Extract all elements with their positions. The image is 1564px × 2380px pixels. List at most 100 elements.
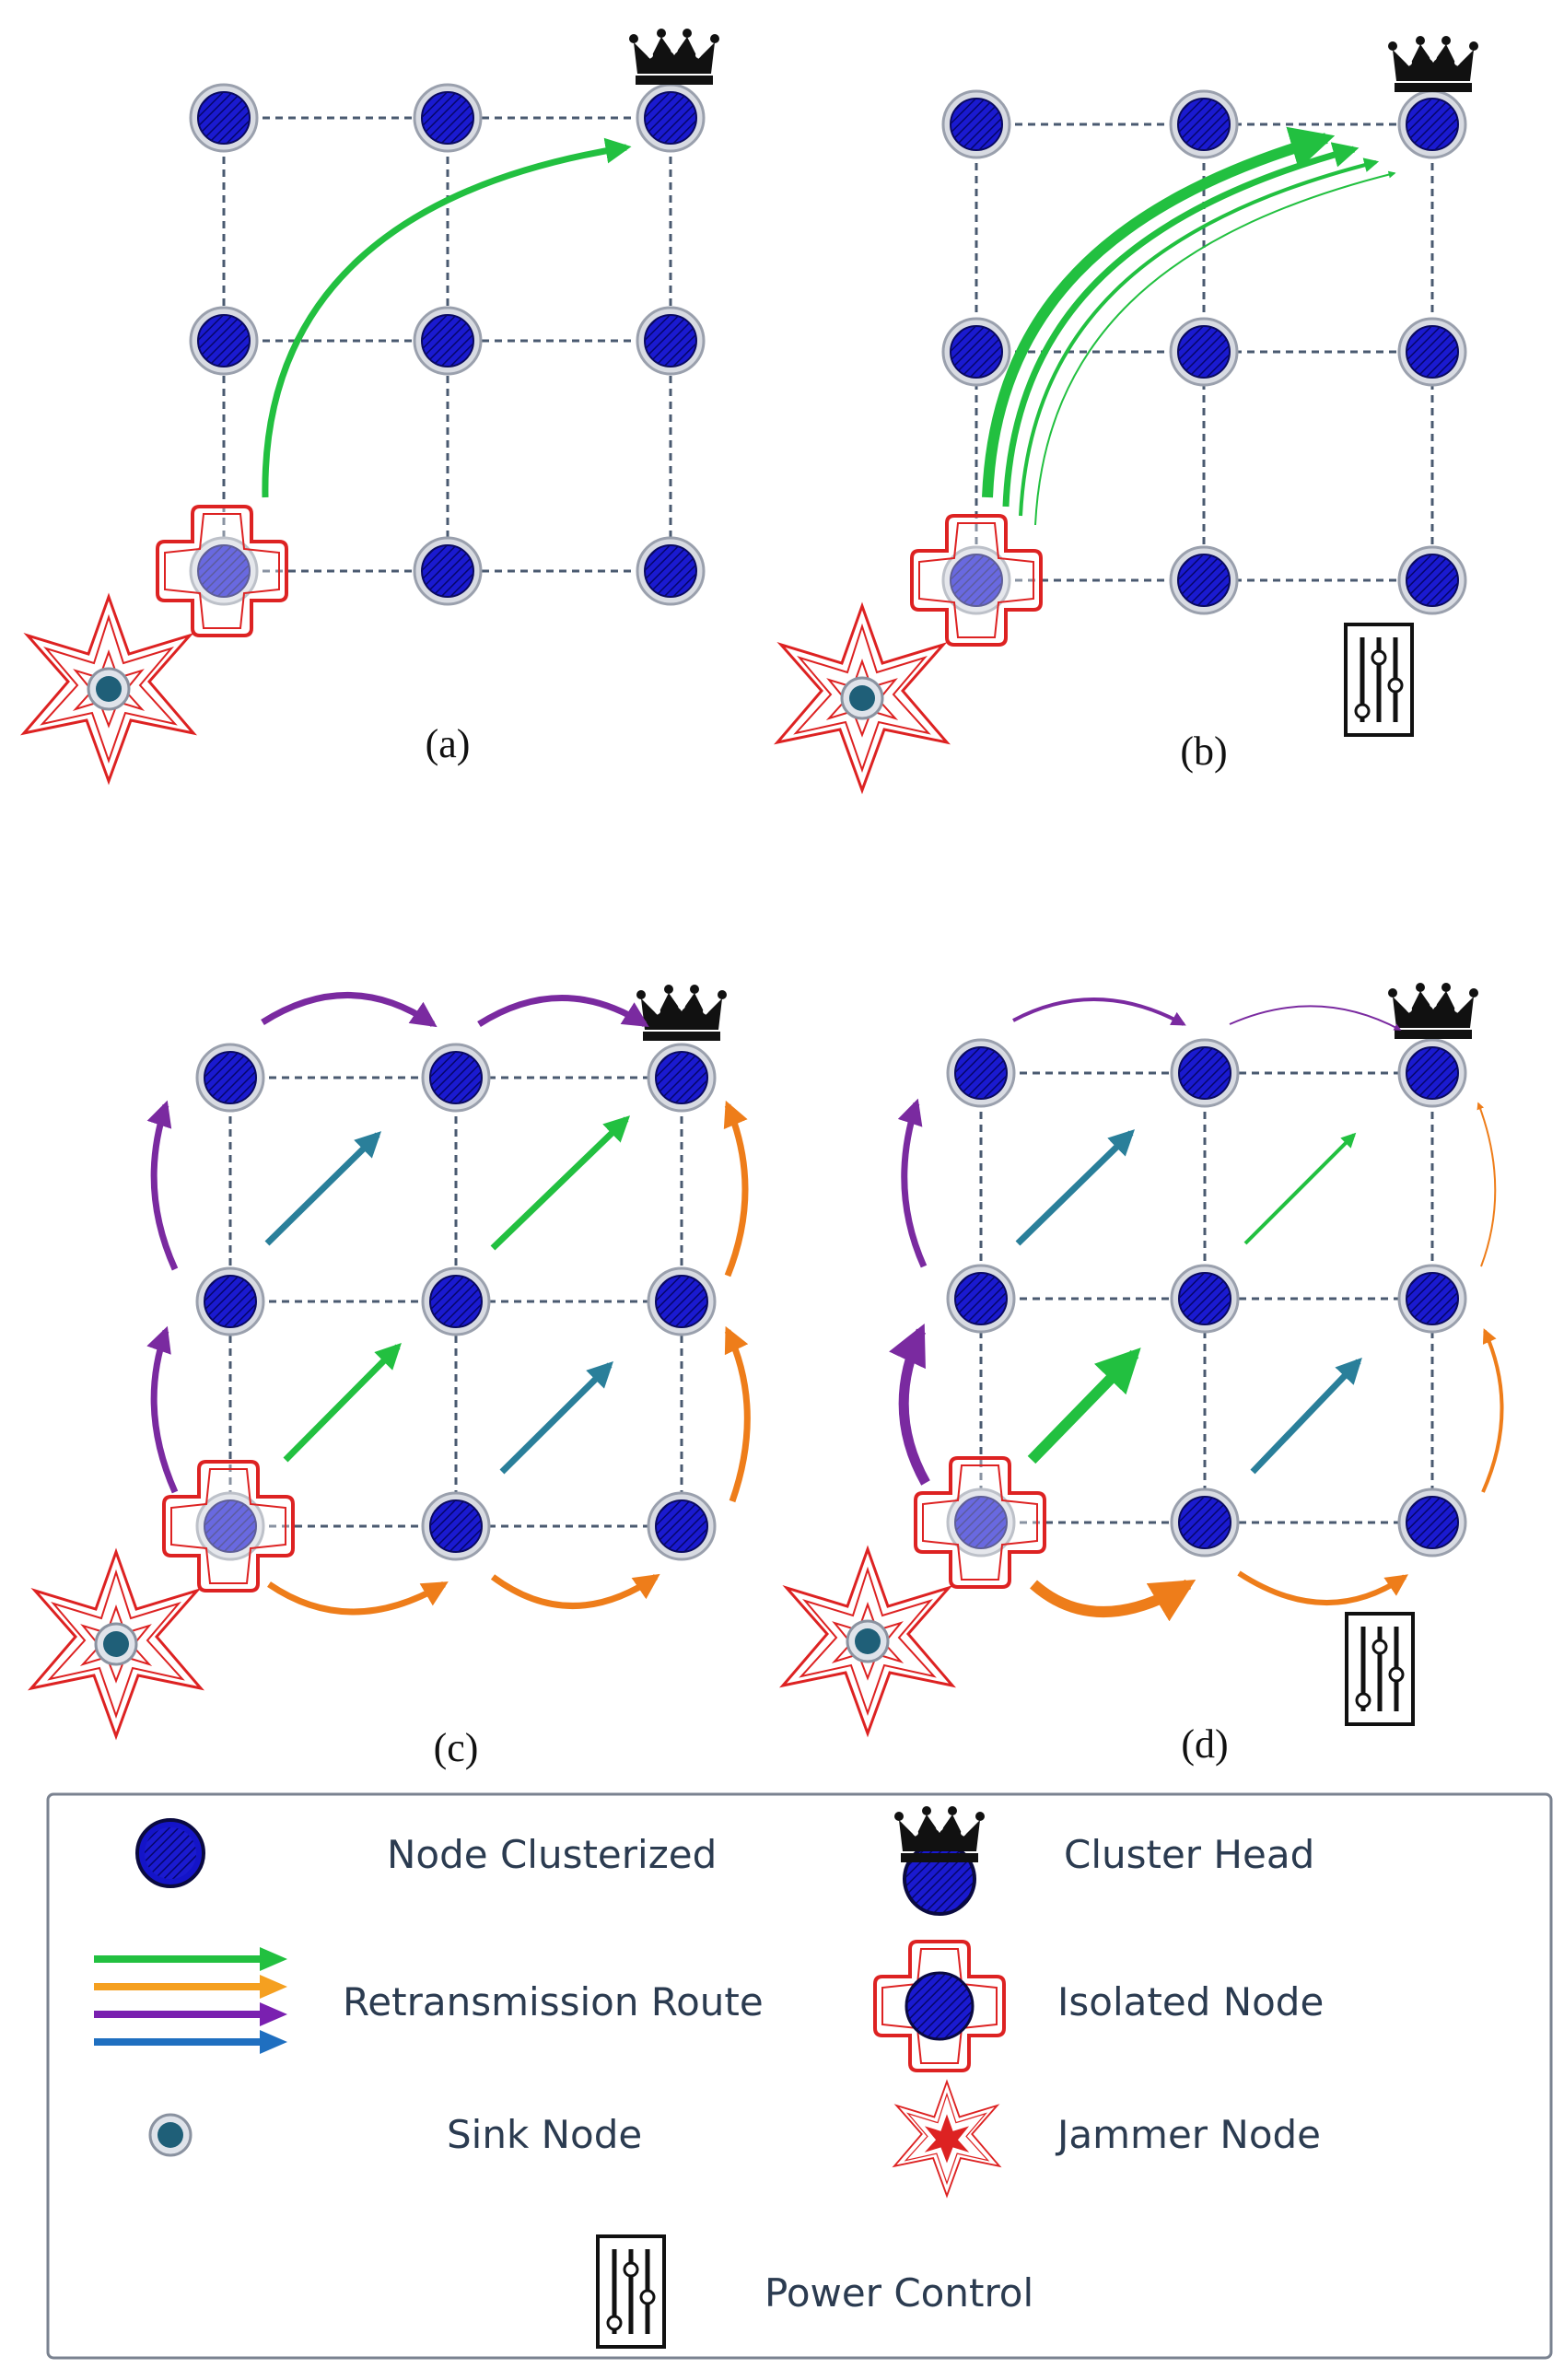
node (421, 1491, 491, 1561)
route-arrow (490, 1115, 631, 1251)
legend-power-control: Power Control (764, 2270, 1033, 2316)
route-arrow (261, 992, 438, 1028)
legend-retransmission-route: Retransmission Route (343, 1979, 764, 2024)
route-arrow (262, 137, 632, 498)
sink-icon (846, 1619, 890, 1663)
node (1169, 545, 1239, 615)
route-arrow (283, 1343, 402, 1463)
node (647, 1266, 717, 1336)
route-arrow (1019, 158, 1380, 517)
node (195, 1043, 265, 1113)
node (1397, 545, 1467, 615)
node (946, 1038, 1016, 1108)
route-arrow (1002, 142, 1360, 508)
crown-icon (636, 985, 727, 1041)
sink-icon (840, 676, 884, 720)
node (1397, 1488, 1467, 1558)
route-arrow (264, 1131, 381, 1246)
route-arrow (1481, 1328, 1504, 1493)
route-arrow (1030, 1579, 1196, 1622)
legend-isolated-node-icon (873, 1940, 1006, 2072)
sink-icon (94, 1622, 138, 1666)
crown-icon (629, 29, 719, 85)
caption-b: (b) (1180, 729, 1227, 774)
node (413, 306, 483, 376)
node (1397, 317, 1467, 387)
route-arrow (267, 1581, 449, 1616)
legend-node-icon (135, 1818, 205, 1888)
power-control-icon (1347, 1614, 1413, 1724)
node (636, 536, 706, 606)
panel-d: (d) (781, 983, 1504, 1767)
panel-b: (b) (776, 36, 1478, 792)
isolated-node-icon (156, 505, 288, 637)
legend-route-arrows-icon (94, 1947, 287, 2054)
route-arrow (723, 1100, 749, 1278)
legend-box (46, 1792, 1553, 2360)
route-arrow (889, 1324, 930, 1486)
route-arrow (490, 1573, 660, 1609)
isolated-node-icon (162, 1460, 295, 1592)
node (1170, 1038, 1240, 1108)
caption-c: (c) (434, 1725, 479, 1770)
node (1170, 1264, 1240, 1334)
isolated-node-icon (910, 514, 1043, 647)
legend-jammer-node: Jammer Node (1055, 2112, 1321, 2157)
cluster-head-node (1397, 1038, 1467, 1108)
route-arrow (477, 995, 649, 1027)
route-arrow (1034, 170, 1396, 526)
legend: Node Clusterized Cluster Head Retransmis… (46, 1792, 1553, 2360)
caption-d: (d) (1181, 1721, 1228, 1767)
power-control-icon (1346, 624, 1412, 735)
legend-cluster-head: Cluster Head (1064, 1832, 1314, 1877)
route-arrow (982, 126, 1336, 498)
route-arrow (897, 1098, 928, 1268)
legend-isolated-node: Isolated Node (1057, 1979, 1324, 2024)
route-arrow (724, 1325, 751, 1503)
isolated-node-icon (914, 1456, 1046, 1589)
node (1169, 317, 1239, 387)
node (647, 1491, 717, 1561)
node (421, 1043, 491, 1113)
cluster-head-node (636, 83, 706, 153)
legend-cluster-head-icon (894, 1806, 985, 1916)
node (946, 1264, 1016, 1334)
cluster-head-node (1397, 89, 1467, 159)
route-arrow (146, 1100, 179, 1271)
legend-power-control-icon (598, 2236, 664, 2347)
panel-a: (a) (22, 29, 719, 783)
node (636, 306, 706, 376)
route-arrow (1243, 1132, 1357, 1245)
node (413, 83, 483, 153)
cluster-head-node (647, 1043, 717, 1113)
node (1397, 1264, 1467, 1334)
node (413, 536, 483, 606)
legend-sink-node: Sink Node (447, 2112, 642, 2157)
caption-a: (a) (426, 721, 471, 766)
node (195, 1266, 265, 1336)
crown-icon (1388, 36, 1478, 92)
node (1170, 1488, 1240, 1558)
node (189, 83, 259, 153)
grid-lines (975, 122, 1434, 582)
route-arrow (1015, 1129, 1136, 1246)
legend-sink-icon (148, 2113, 193, 2157)
route-arrow (1229, 1005, 1402, 1031)
route-arrow (1250, 1357, 1362, 1475)
node (1169, 89, 1239, 159)
legend-node-clusterized: Node Clusterized (387, 1832, 717, 1877)
route-arrow (1237, 1570, 1408, 1605)
node (941, 317, 1011, 387)
node (189, 306, 259, 376)
node (941, 89, 1011, 159)
route-arrow (146, 1325, 179, 1494)
panel-c: (c) (29, 985, 751, 1770)
route-arrow (1027, 1348, 1141, 1464)
crown-icon (1388, 983, 1478, 1039)
node (421, 1266, 491, 1336)
route-arrow (1476, 1102, 1497, 1267)
route-arrow (1012, 997, 1186, 1026)
route-arrow (499, 1361, 613, 1475)
legend-jammer-icon (893, 2081, 1000, 2197)
